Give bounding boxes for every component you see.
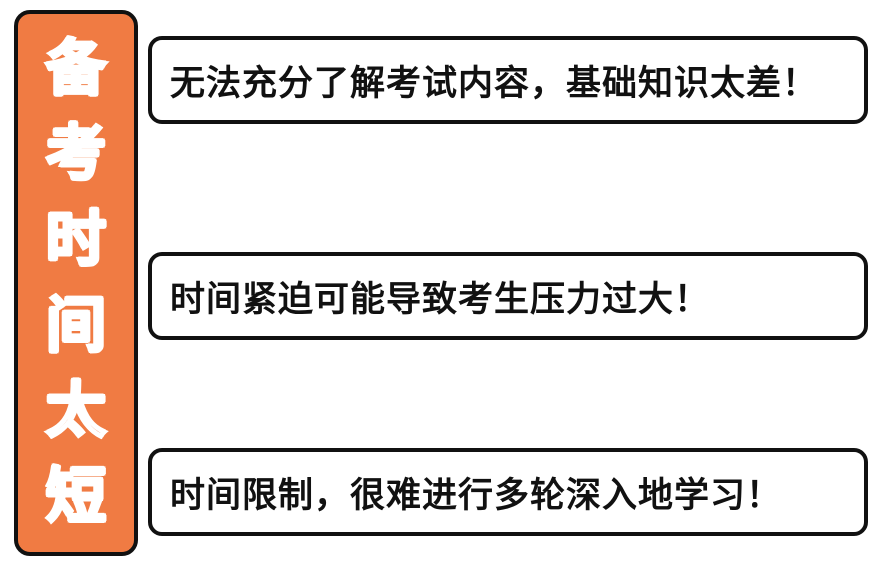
- vertical-title-banner: 备 考 时 间 太 短: [14, 10, 138, 556]
- banner-char-1: 备: [45, 34, 108, 102]
- banner-char-3: 时: [45, 206, 108, 274]
- callout-text-3: 时间限制，很难进行多轮深入地学习！: [170, 475, 783, 515]
- banner-char-5: 太: [45, 377, 108, 445]
- banner-char-6: 短: [45, 463, 108, 531]
- callout-box-2: 时间紧迫可能导致考生压力过大！: [148, 252, 868, 340]
- callout-box-1: 无法充分了解考试内容，基础知识太差！: [148, 36, 868, 124]
- callout-text-2: 时间紧迫可能导致考生压力过大！: [170, 279, 711, 319]
- callout-text-1: 无法充分了解考试内容，基础知识太差！: [170, 63, 819, 103]
- callout-box-3: 时间限制，很难进行多轮深入地学习！: [148, 448, 868, 536]
- banner-char-4: 间: [45, 291, 108, 359]
- banner-char-2: 考: [45, 120, 108, 188]
